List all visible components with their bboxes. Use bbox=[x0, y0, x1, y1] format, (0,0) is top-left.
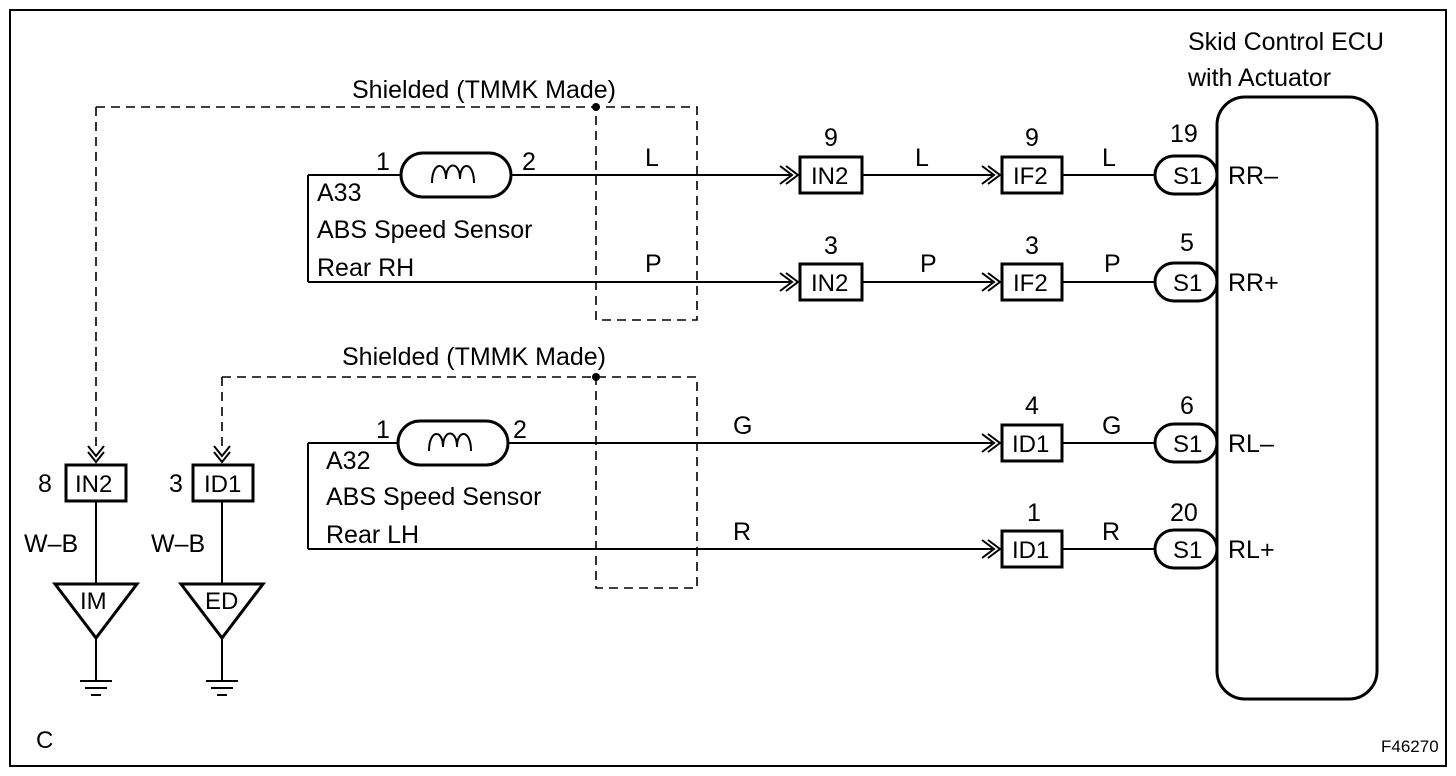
ground-im: 8 IN2 W–B IM bbox=[24, 445, 141, 696]
connector-pin: 9 bbox=[824, 124, 838, 152]
wire-color: P bbox=[920, 250, 937, 278]
sensor-name: ABS Speed Sensor bbox=[326, 483, 541, 511]
shield-label: Shielded (TMMK Made) bbox=[352, 76, 616, 104]
wire-color: G bbox=[1102, 412, 1121, 440]
connector-pin: 1 bbox=[1027, 499, 1041, 527]
ecu-title-line1: Skid Control ECU bbox=[1188, 28, 1384, 56]
ecu-title-line2: with Actuator bbox=[1187, 64, 1331, 92]
circuit-rl-minus: G 4 ID1 G 6 S1 RL– bbox=[507, 392, 1274, 464]
wire-color: L bbox=[915, 144, 929, 172]
wire-color: L bbox=[1102, 144, 1116, 172]
ecu-connector: S1 bbox=[1173, 431, 1202, 458]
connector-pin: 3 bbox=[1025, 232, 1039, 260]
connector-code: IF2 bbox=[1013, 270, 1048, 297]
connector-pin: 9 bbox=[1025, 124, 1039, 152]
connector-code: IF2 bbox=[1013, 163, 1048, 190]
ecu-pin: 19 bbox=[1170, 120, 1198, 148]
ground-ed: 3 ID1 W–B ED bbox=[151, 445, 267, 696]
sensor-a33: 1 2 A33 ABS Speed Sensor Rear RH bbox=[307, 148, 536, 282]
ground-connector-pin: 8 bbox=[38, 470, 52, 498]
ecu-terminal: RR– bbox=[1228, 162, 1278, 190]
connector-code: IN2 bbox=[811, 163, 848, 190]
ground-connector-code: ID1 bbox=[204, 471, 241, 498]
ground-point-label: IM bbox=[80, 588, 107, 615]
sensor-code: A32 bbox=[326, 447, 370, 475]
diagram-border bbox=[9, 9, 1447, 767]
shield-label: Shielded (TMMK Made) bbox=[342, 343, 606, 371]
wire-color: R bbox=[1102, 518, 1120, 546]
wire-color: P bbox=[645, 250, 662, 278]
ecu-connector: S1 bbox=[1173, 163, 1202, 190]
connector-pin: 4 bbox=[1025, 392, 1039, 420]
sensor-pin-left: 1 bbox=[376, 148, 390, 176]
sensor-pin-right: 2 bbox=[522, 148, 536, 176]
ecu-pin: 5 bbox=[1180, 229, 1194, 257]
wire-color: L bbox=[645, 144, 659, 172]
connector-code: ID1 bbox=[1012, 537, 1049, 564]
circuit-rr-plus: P 3 IN2 P 3 IF2 P 5 S1 RR+ bbox=[308, 229, 1279, 303]
sensor-a32: 1 2 A32 ABS Speed Sensor Rear LH bbox=[307, 416, 541, 549]
ecu-connector: S1 bbox=[1173, 270, 1202, 297]
shield-rear-rh: Shielded (TMMK Made) bbox=[95, 76, 698, 452]
sensor-name: ABS Speed Sensor bbox=[317, 216, 532, 244]
circuit-rr-minus: L 9 IN2 L 9 IF2 L 19 S1 RR– bbox=[510, 120, 1278, 196]
wire-color: R bbox=[733, 518, 751, 546]
sensor-position: Rear LH bbox=[326, 521, 419, 549]
ecu-terminal: RL+ bbox=[1228, 536, 1275, 564]
connector-pin: 3 bbox=[824, 232, 838, 260]
figure-id: F46270 bbox=[1381, 737, 1439, 756]
connector-code: ID1 bbox=[1012, 431, 1049, 458]
ecu-body bbox=[1215, 95, 1379, 701]
ground-point-label: ED bbox=[205, 588, 238, 615]
wire-color: G bbox=[733, 412, 752, 440]
sensor-pin-right: 2 bbox=[513, 416, 527, 444]
circuit-rl-plus: R 1 ID1 R 20 S1 RL+ bbox=[308, 499, 1275, 570]
ecu-terminal: RL– bbox=[1228, 430, 1274, 458]
ecu-terminal: RR+ bbox=[1228, 269, 1279, 297]
ground-wire-color: W–B bbox=[24, 530, 78, 558]
sensor-pin-left: 1 bbox=[376, 416, 390, 444]
ground-connector-pin: 3 bbox=[169, 470, 183, 498]
ecu-connector: S1 bbox=[1173, 537, 1202, 564]
ground-connector-code: IN2 bbox=[75, 471, 112, 498]
ecu-pin: 6 bbox=[1180, 392, 1194, 420]
ground-wire-color: W–B bbox=[151, 530, 205, 558]
sensor-position: Rear RH bbox=[317, 254, 414, 282]
corner-letter: C bbox=[36, 727, 53, 754]
sensor-code: A33 bbox=[317, 179, 361, 207]
ecu-pin: 20 bbox=[1170, 499, 1198, 527]
shield-rear-lh: Shielded (TMMK Made) bbox=[221, 343, 698, 589]
connector-code: IN2 bbox=[811, 270, 848, 297]
wire-color: P bbox=[1104, 250, 1121, 278]
